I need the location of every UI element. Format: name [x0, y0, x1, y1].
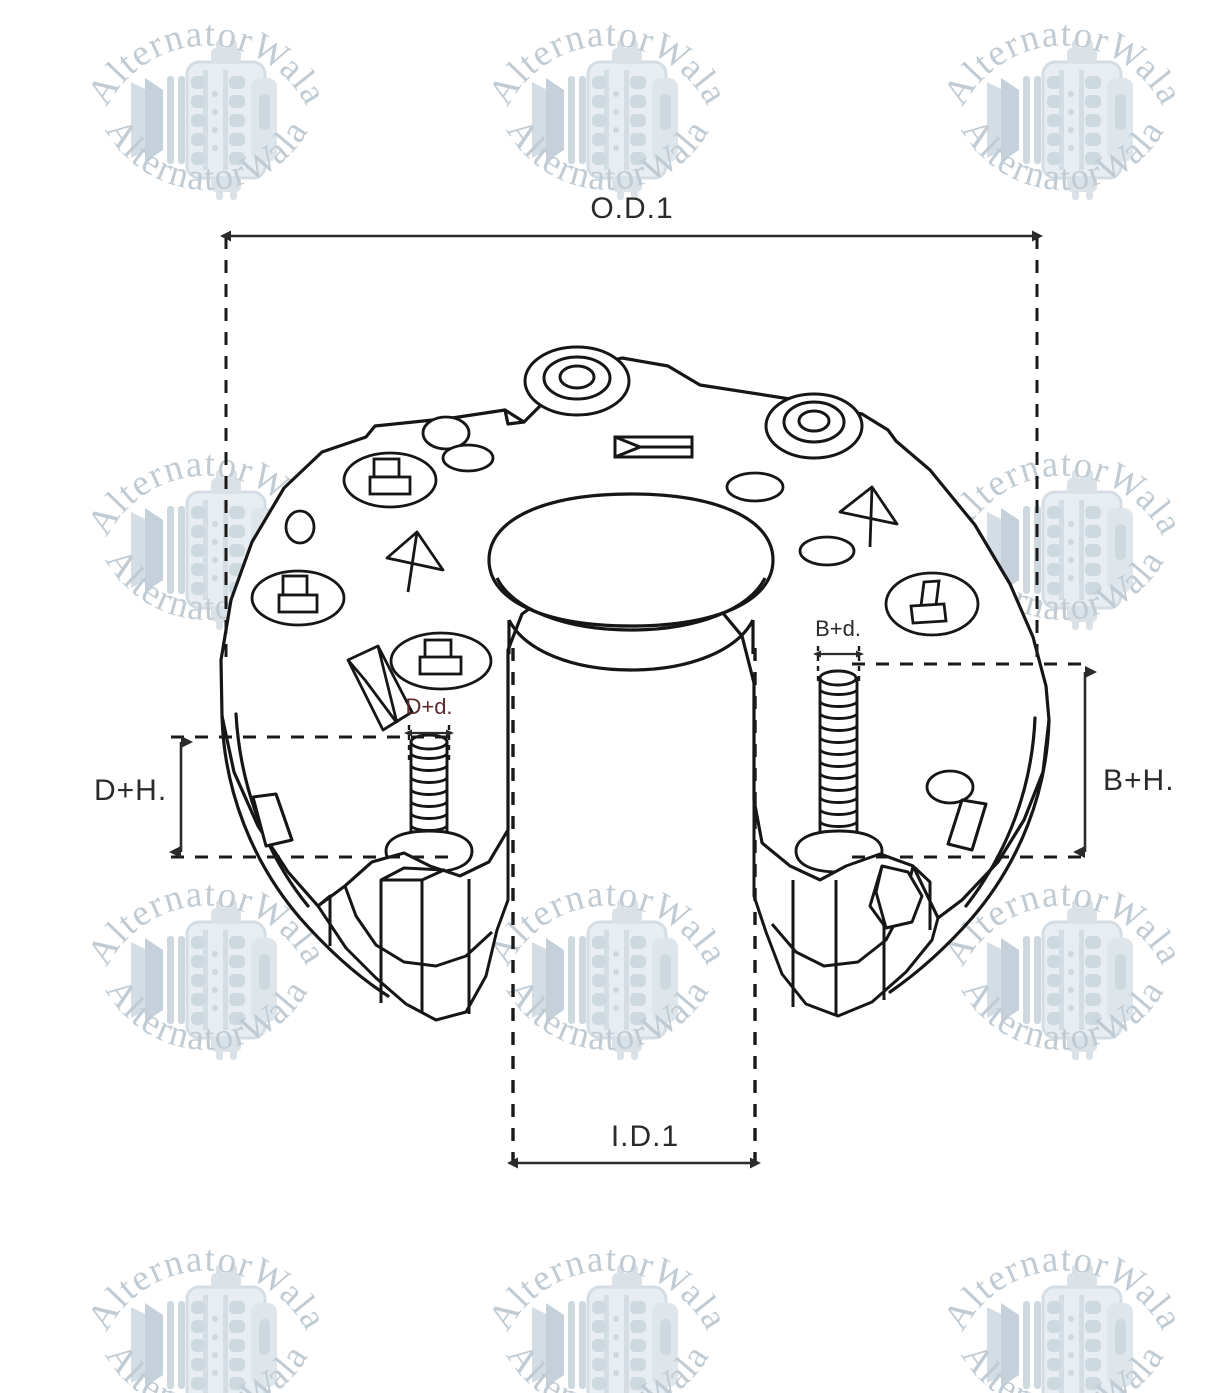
central-bore-collar [487, 492, 775, 672]
diode-pocket-3 [389, 631, 493, 691]
hole-2 [441, 443, 495, 473]
hole-4 [725, 471, 785, 503]
id1-label: I.D.1 [611, 1120, 679, 1153]
diode-pocket-2 [250, 569, 346, 627]
collar-outer-top [487, 492, 775, 628]
bearing-boss-right [764, 392, 864, 460]
small-holes [284, 415, 975, 805]
bearing-boss-left [523, 345, 631, 417]
hole-5 [798, 535, 856, 567]
dimension-bd: B+d. [813, 616, 864, 682]
dimension-bh: B+H. [852, 662, 1175, 859]
collar-inner-bore [507, 619, 755, 672]
raised-block-left [346, 644, 414, 732]
plate-notch-left [503, 408, 526, 426]
dimension-dh: D+H. [94, 735, 455, 859]
diode-pocket-4 [884, 571, 980, 637]
dh-label: D+H. [94, 774, 167, 807]
folded-tab-right [838, 485, 899, 548]
hole-6 [925, 769, 975, 805]
folded-tab-left [385, 530, 445, 593]
diode-pocket-1 [342, 451, 438, 509]
bd-label: B+d. [815, 616, 861, 641]
mount-leg-right [752, 798, 988, 1018]
hole-3 [284, 509, 316, 545]
od1-label: O.D.1 [590, 192, 673, 225]
terminal-bar [613, 435, 694, 459]
mount-leg-left [251, 792, 510, 1022]
dimension-dd: D+d. [404, 694, 454, 760]
dd-label: D+d. [405, 694, 452, 719]
dimension-id1: I.D.1 [507, 648, 761, 1169]
bh-label: B+H. [1103, 764, 1175, 797]
hole-1 [421, 415, 471, 451]
stud-right [794, 669, 884, 874]
